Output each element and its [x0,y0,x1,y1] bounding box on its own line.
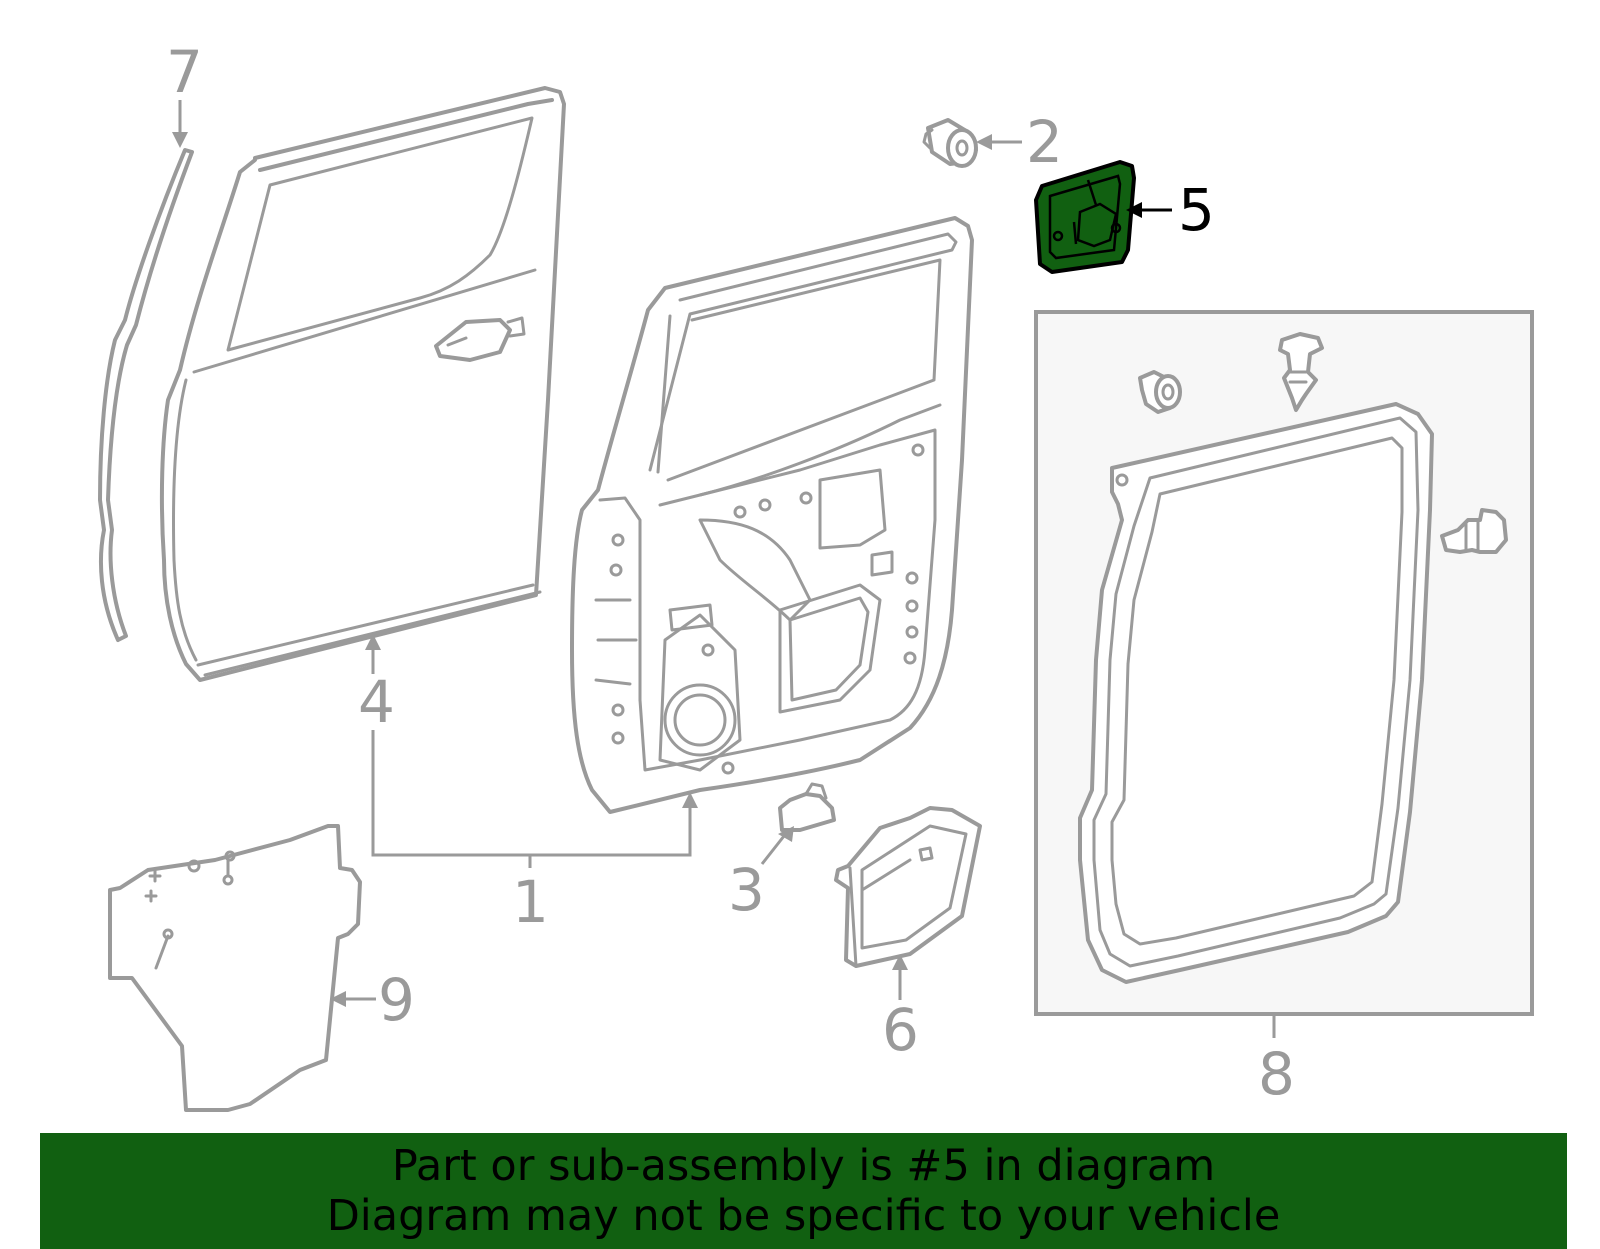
part-6-cover[interactable] [834,806,982,968]
part-7-weatherstrip[interactable] [98,148,194,642]
part-3-small-bracket[interactable] [778,782,836,832]
callout-1: 1 [512,868,549,936]
part-1-door-inner-frame[interactable] [570,216,974,814]
callout-8: 8 [1258,1040,1295,1108]
callout-2: 2 [1026,108,1063,176]
part-9-panel[interactable] [108,824,362,1112]
callout-7: 7 [166,38,203,106]
part-4-door-outer-panel[interactable] [159,86,566,682]
callout-3: 3 [728,856,765,924]
info-banner: Part or sub-assembly is #5 in diagram Di… [40,1133,1567,1249]
banner-line-part-number: Part or sub-assembly is #5 in diagram [391,1141,1216,1191]
leader-lines [172,100,1276,1038]
banner-line-disclaimer: Diagram may not be specific to your vehi… [326,1191,1281,1241]
part-5-bracket-highlighted[interactable] [1034,160,1136,274]
callout-6: 6 [882,996,919,1064]
callout-4: 4 [358,668,395,736]
part-2-grommet[interactable] [922,118,978,168]
callout-9: 9 [378,966,415,1034]
part-8-assembly-box[interactable] [1034,310,1534,1016]
callout-5: 5 [1178,176,1215,244]
